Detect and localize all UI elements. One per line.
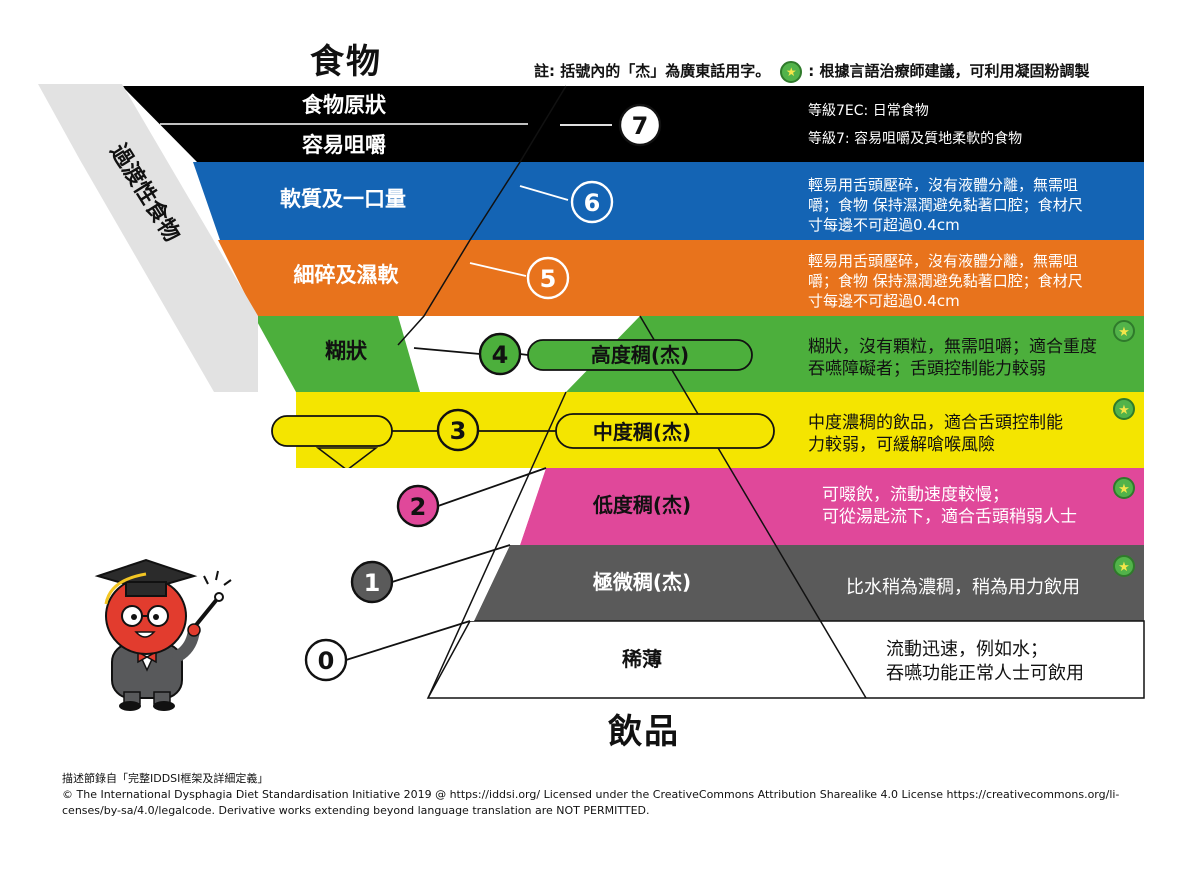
food-label-level-7b: 容易咀嚼 [302,133,386,157]
desc-level-0-line-2: 吞嚥功能正常人士可飲用 [886,663,1084,684]
band-level-6 [193,162,1144,240]
level-4-number: 4 [492,341,509,369]
desc-level-6-line-3: 寸每邊不可超過0.4cm [808,216,960,234]
drink-guide-line [639,315,867,699]
level-0-circle [304,638,348,682]
level-5-number: 5 [540,265,557,293]
drinks-gap-lower2 [296,545,510,621]
level-markers: 食物原狀容易咀嚼軟質及一口量細碎及濕軟糊狀流質76543210高度稠(杰)中度稠… [271,93,775,682]
level-3-circle [436,408,480,452]
desc-level-2-line-2: 可從湯匙流下，適合舌頭稍弱人士 [822,507,1077,527]
band-level-0 [426,620,1145,699]
desc-level-3-line-1: 中度濃稠的飲品，適合舌頭控制能 [808,413,1063,433]
right-shoe [153,701,175,711]
level-1-number: 1 [364,569,381,597]
drink-left-guide [427,391,567,699]
food-label-level-4: 糊狀 [325,339,368,363]
star-icon: ★ [780,60,803,83]
pointer-tip [214,592,224,602]
connector-4-left [413,347,481,355]
star-badge-level-3 [1113,398,1135,420]
desc-level-2-line-1: 可啜飲，流動速度較慢； [822,484,1009,505]
note-line: 註: 括號內的「杰」為廣東話用字。 ★ : 根據言語治療師建議，可利用凝固粉調製 [534,60,1089,83]
desc-level-7-line-2: 等級7: 容易咀嚼及質地柔軟的食物 [808,130,1022,147]
level-5-circle [526,256,570,300]
desc-level-5-line-2: 嚼；食物 保持濕潤避免黏著口腔；食材尺 [808,272,1083,290]
desc-level-0-line-1: 流動迅速，例如水； [886,639,1048,660]
level-7-circle [618,103,662,147]
level-0-number: 0 [318,647,335,675]
level-4-circle [478,332,522,376]
band-level-5 [218,240,1144,316]
level-bands [122,86,1145,699]
tomato-professor-mascot [94,558,232,711]
drink-label-level-3: 中度稠(杰) [593,420,691,444]
right-eye [153,614,159,620]
left-eye [131,614,137,620]
stars: ★ ★ ★ ★ [1113,320,1135,577]
star-badge-level-1 [1113,555,1135,577]
level-2-number: 2 [410,493,427,521]
connector-5 [469,262,527,277]
tassel [104,572,147,605]
level-3-pointer [315,447,379,471]
connector-6 [519,185,569,201]
level-3-number: 3 [450,417,467,445]
star-icon: ★ [1118,403,1130,418]
connector-2 [437,467,547,507]
hand [187,623,201,637]
left-shoe [119,701,141,711]
food-label-level-7a: 食物原狀 [302,93,387,117]
footnote-license-2: censes/by-sa/4.0/legalcode. Derivative w… [62,804,650,817]
desc-level-5-line-3: 寸每邊不可超過0.4cm [808,292,960,310]
food-header: 食物 [310,42,382,82]
connector-1 [391,544,511,583]
desc-level-4-line-1: 糊狀，沒有顆粒，無需咀嚼；適合重度 [808,337,1097,357]
footnote-source: 描述節錄自「完整IDDSI框架及詳細定義」 [62,772,269,785]
desc-level-4-line-2: 吞嚥障礙者；舌頭控制能力較弱 [808,359,1046,379]
guide-lines [397,85,867,699]
food-pill-level-3 [271,415,393,447]
level-1-circle [350,560,394,604]
drinks-header: 飲品 [608,712,680,752]
band-level-2 [520,468,1144,545]
food-guide-line [397,85,567,346]
footnote: 描述節錄自「完整IDDSI框架及詳細定義」 © The Internationa… [62,771,1142,819]
star-icon: ★ [1118,560,1130,575]
connector-0 [345,620,471,661]
desc-level-6-line-2: 嚼；食物 保持濕潤避免黏著口腔；食材尺 [808,196,1083,214]
drink-label-level-1: 極微稠(杰) [592,570,691,594]
note-text-2: : 根據言語治療師建議，可利用凝固粉調製 [808,62,1090,80]
desc-level-3-line-2: 力較弱，可緩解嗆喉風險 [808,435,995,455]
drink-label-level-2: 低度稠(杰) [592,493,691,517]
mortarboard-cap [125,581,167,597]
sparkle-lines [203,570,232,586]
star-icon: ★ [1118,482,1130,497]
desc-level-1-line-1: 比水稍為濃稠，稍為用力飲用 [846,577,1080,598]
desc-level-5-line-1: 輕易用舌頭壓碎，沒有液體分離，無需咀 [808,252,1078,270]
star-badge-level-4 [1113,320,1135,342]
desc-level-6-line-1: 輕易用舌頭壓碎，沒有液體分離，無需咀 [808,176,1078,194]
level-6-number: 6 [584,189,601,217]
level-7-number: 7 [632,112,649,140]
level-6-circle [570,180,614,224]
smile [134,631,156,638]
food-label-level-6: 軟質及一口量 [280,187,406,211]
connector-4-right [519,353,529,356]
drink-label-level-4: 高度稠(杰) [591,343,689,367]
food-label-level-5: 細碎及濕軟 [294,263,400,287]
footnote-license-1: © The International Dysphagia Diet Stand… [62,788,1120,801]
level-2-circle [396,484,440,528]
star-icon: ★ [1118,325,1130,340]
drink-label-level-0: 稀薄 [622,647,662,671]
desc-level-7-line-1: 等級7EC: 日常食物 [808,102,929,119]
band-level-1 [474,545,1144,621]
transition-band [38,84,258,392]
star-badge-level-2 [1113,477,1135,499]
note-text-1: 註: 括號內的「杰」為廣東話用字。 [534,62,771,80]
